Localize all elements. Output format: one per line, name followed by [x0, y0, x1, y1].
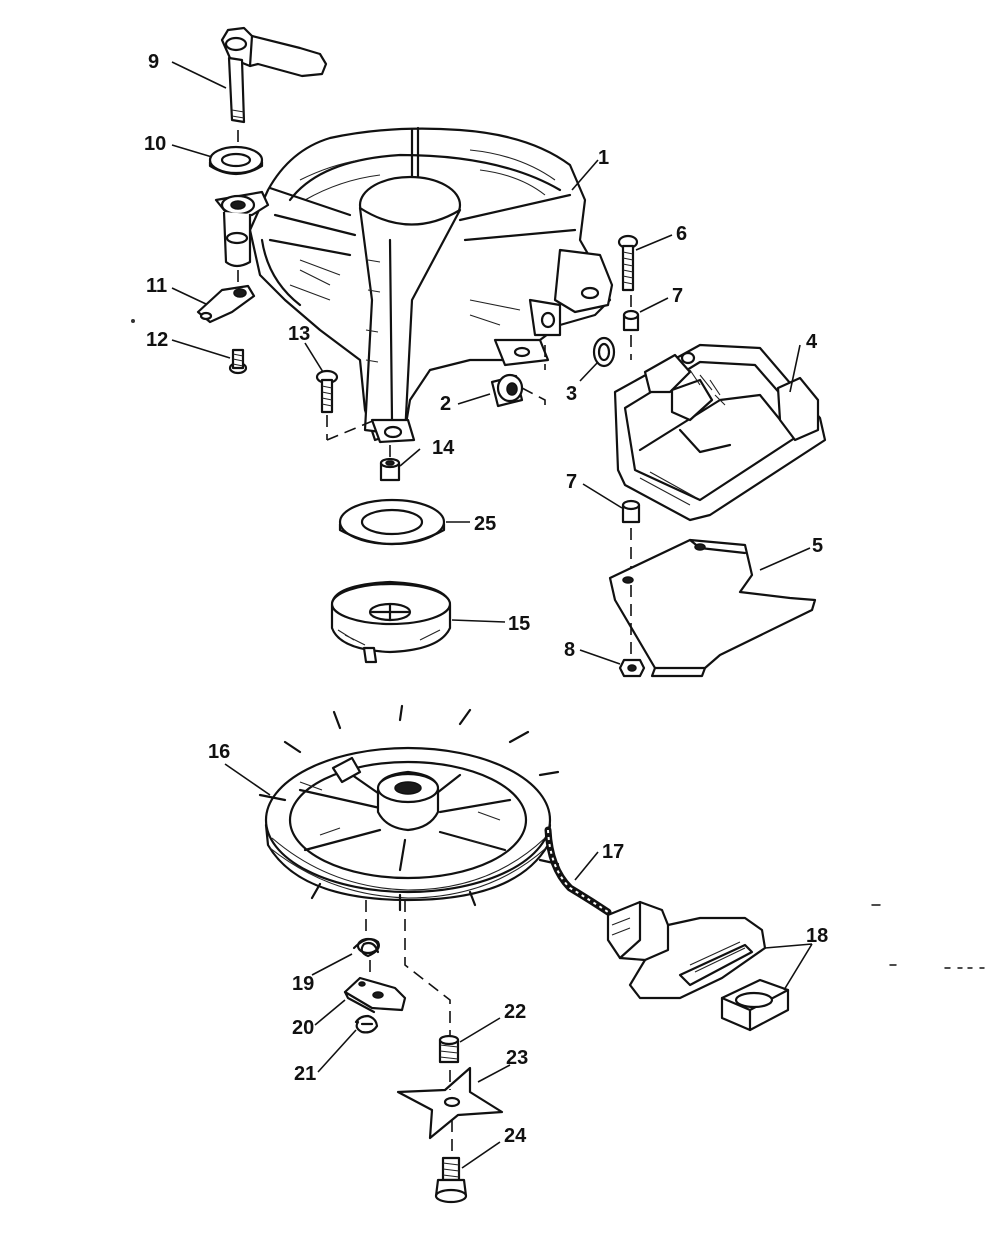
callout-7-lower: 7	[566, 471, 577, 493]
specks	[871, 904, 985, 969]
part-25-washer	[338, 498, 446, 546]
speck	[131, 319, 135, 323]
part-13-bolt	[315, 369, 376, 441]
callout-10: 10	[144, 133, 166, 155]
part-5-bracket	[608, 538, 817, 678]
callout-25: 25	[474, 513, 496, 535]
part-7-spacer-upper	[622, 309, 640, 360]
callout-17: 17	[602, 841, 624, 863]
part-4-housing	[613, 343, 827, 522]
callout-6: 6	[676, 223, 687, 245]
callout-1: 1	[598, 147, 609, 169]
callout-19: 19	[292, 973, 314, 995]
part-8-nut	[618, 658, 646, 678]
part-17-rope	[544, 826, 612, 916]
part-7-spacer-lower	[621, 499, 641, 575]
part-15-spring-cup	[330, 580, 452, 664]
callout-20: 20	[292, 1017, 314, 1039]
callout-5: 5	[812, 535, 823, 557]
part-12-screw	[228, 348, 248, 375]
callout-7-upper: 7	[672, 285, 683, 307]
part-10-washer	[208, 145, 264, 176]
part-16-pulley	[258, 704, 560, 912]
part-9-lever	[220, 26, 328, 124]
callout-13: 13	[288, 323, 310, 345]
part-3-washer	[592, 336, 616, 368]
part-14-spacer	[379, 445, 401, 482]
callout-14: 14	[432, 437, 455, 459]
part-19-spring	[352, 937, 380, 958]
part-21-clip	[354, 1014, 379, 1034]
part-18-handle	[606, 900, 790, 1032]
part-24-bolt	[434, 1156, 468, 1204]
callout-22: 22	[504, 1001, 526, 1023]
callout-16: 16	[208, 741, 230, 763]
callout-12: 12	[146, 329, 168, 351]
part-11-plate	[196, 284, 256, 324]
callout-23: 23	[506, 1047, 528, 1069]
callout-21: 21	[294, 1063, 316, 1085]
part-22-spring	[438, 1034, 460, 1064]
callout-2: 2	[440, 393, 451, 415]
callout-18: 18	[806, 925, 828, 947]
part-23-retainer	[396, 1066, 504, 1140]
callout-24: 24	[504, 1125, 527, 1147]
callout-11: 11	[146, 275, 167, 297]
part-1-starter-housing	[214, 126, 614, 444]
callout-4: 4	[806, 331, 818, 353]
centerline-22	[404, 900, 451, 1035]
part-2-bushing	[490, 345, 546, 410]
callout-9: 9	[148, 51, 159, 73]
part-20-pawl	[343, 976, 407, 1014]
callout-3: 3	[566, 383, 577, 405]
leader-lines	[171, 61, 813, 1169]
part-6-screw	[617, 234, 639, 292]
callout-15: 15	[508, 613, 530, 635]
callout-8: 8	[564, 639, 575, 661]
